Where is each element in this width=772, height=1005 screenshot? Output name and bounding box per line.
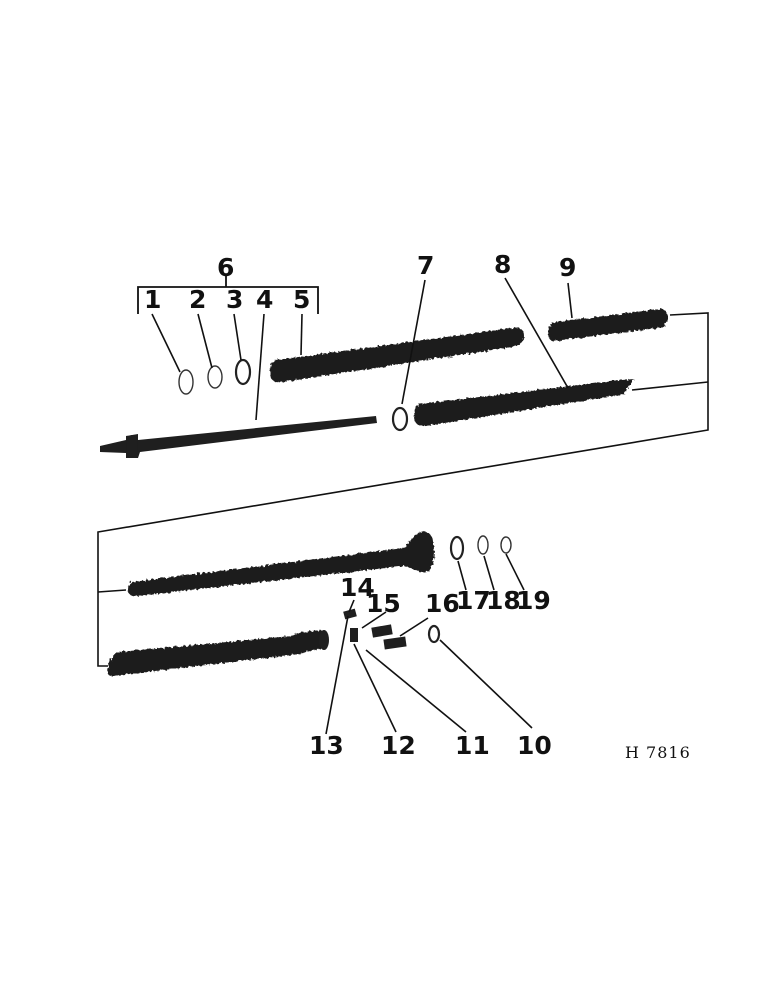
group-6-bracket <box>137 286 319 314</box>
lower-barrel <box>107 630 329 676</box>
callout-3: 3 <box>226 285 243 314</box>
seal-ring-1 <box>178 369 194 395</box>
callout-8: 8 <box>494 250 511 279</box>
leader-lines <box>151 277 573 735</box>
callout-13: 13 <box>309 731 344 760</box>
seal-ring-2 <box>207 365 223 389</box>
backup-ring-18 <box>477 535 489 555</box>
drawing-code: H 7816 <box>625 743 691 762</box>
callout-11: 11 <box>455 731 490 760</box>
tube-section-9 <box>548 309 668 341</box>
callout-18: 18 <box>486 586 521 615</box>
small-parts-cluster <box>343 608 441 650</box>
tube-section-8 <box>414 379 634 427</box>
callout-9: 9 <box>559 253 576 282</box>
callout-15: 15 <box>366 589 401 618</box>
cylinder-tube-5 <box>270 327 524 383</box>
piston-rod-4 <box>100 416 377 458</box>
callout-labels: 6 1 2 3 4 5 7 8 9 14 15 16 17 18 19 13 1… <box>144 250 576 760</box>
callout-6: 6 <box>217 253 234 282</box>
callout-1: 1 <box>144 285 161 314</box>
callout-5: 5 <box>293 285 310 314</box>
callout-2: 2 <box>189 285 206 314</box>
callout-10: 10 <box>517 731 552 760</box>
callout-14: 14 <box>340 573 375 602</box>
o-ring-3 <box>234 358 252 386</box>
callout-7: 7 <box>417 251 434 280</box>
ring-19 <box>500 536 512 554</box>
assembly-guides <box>97 312 709 667</box>
o-ring-7 <box>391 406 409 432</box>
callout-4: 4 <box>256 285 273 314</box>
callout-12: 12 <box>381 731 416 760</box>
o-ring-17 <box>449 535 465 561</box>
callout-16: 16 <box>425 589 460 618</box>
callout-17: 17 <box>456 586 491 615</box>
callout-19: 19 <box>516 586 551 615</box>
lower-cylinder-body <box>128 531 434 596</box>
